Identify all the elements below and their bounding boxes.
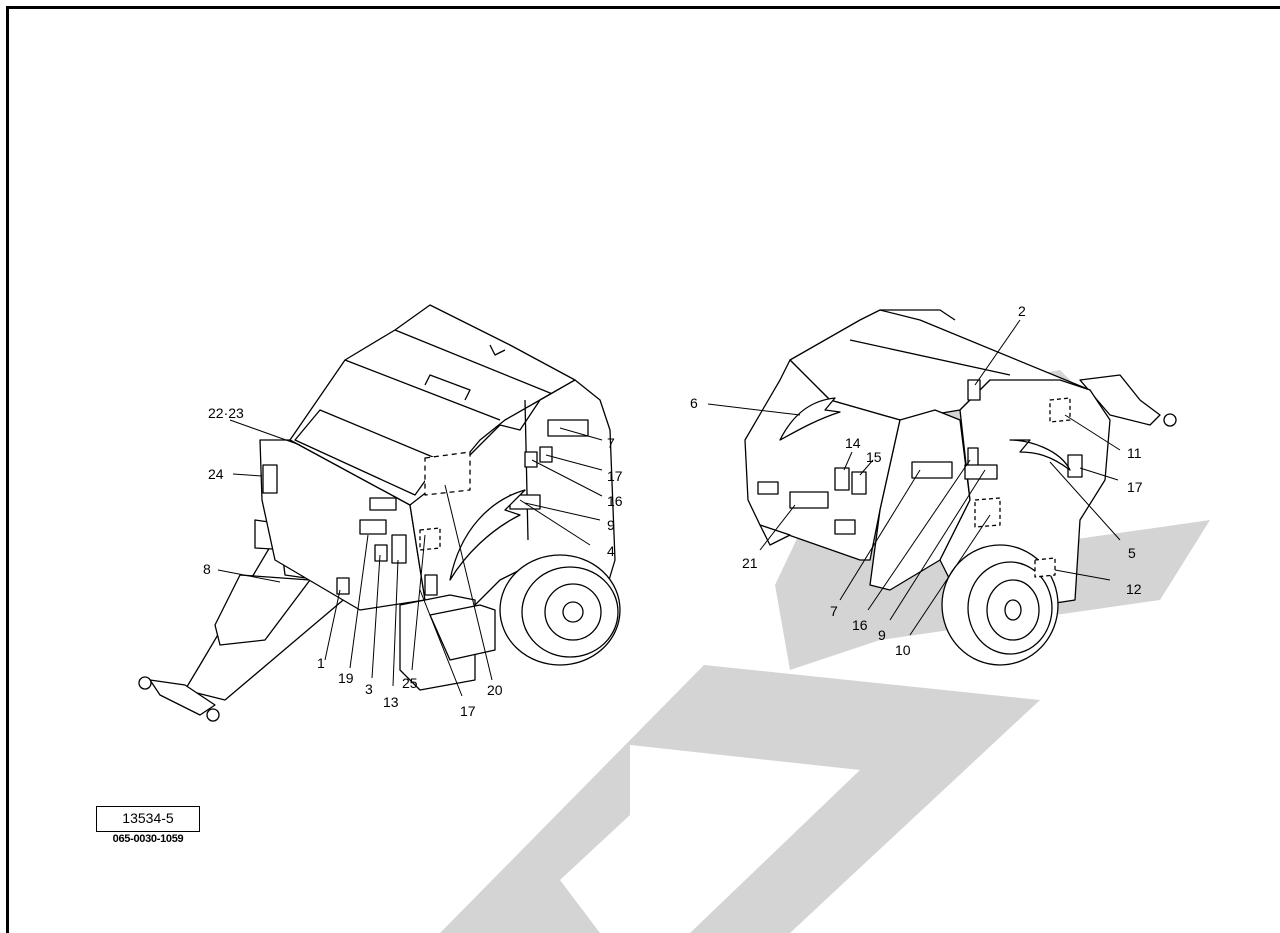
left-labels: 22·23 24 8 1 19 3 13 25 17 20 4 9 16 17 … [203,405,623,719]
label-12: 12 [1126,581,1142,597]
label-9: 9 [607,517,615,533]
drawing-frame [6,6,1280,933]
leader-lines [217,319,1121,697]
label-10: 10 [895,642,911,658]
label-7-right: 7 [830,603,838,619]
label-20: 20 [487,682,503,698]
label-21: 21 [742,555,758,571]
label-6: 6 [690,395,698,411]
right-labels: 2 6 14 15 21 11 17 5 12 7 16 9 10 [690,303,1143,658]
label-16-right: 16 [852,617,868,633]
left-baler [138,304,621,722]
label-25: 25 [402,675,418,691]
label-17-right: 17 [1127,479,1143,495]
right-baler [744,309,1177,666]
label-16: 16 [607,493,623,509]
label-24: 24 [208,466,224,482]
label-8: 8 [203,561,211,577]
label-13: 13 [383,694,399,710]
label-1: 1 [317,655,325,671]
label-15: 15 [866,449,882,465]
label-4: 4 [607,543,615,559]
label-19: 19 [338,670,354,686]
label-17-side: 17 [607,468,623,484]
label-5: 5 [1128,545,1136,561]
label-22-23: 22·23 [208,405,244,421]
figure-code-box: 13534-5 [96,806,200,832]
label-2: 2 [1018,303,1026,319]
label-17-front: 17 [460,703,476,719]
part-number: 065-0030-1059 [112,833,184,845]
label-9-right: 9 [878,627,886,643]
label-11: 11 [1127,445,1142,461]
label-3: 3 [365,681,373,697]
label-14: 14 [845,435,861,451]
label-7: 7 [607,435,615,451]
